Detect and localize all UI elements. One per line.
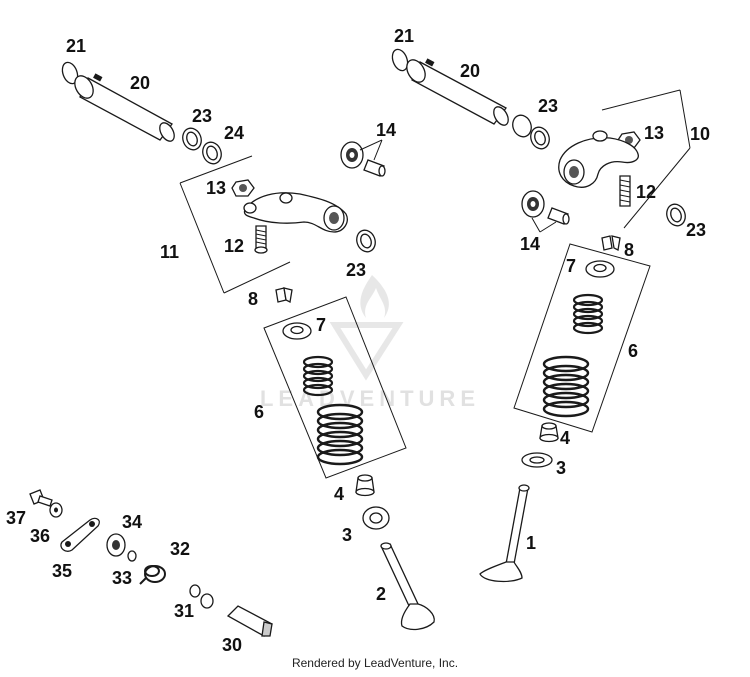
callout-21-left: 21 [66,36,86,56]
callout-35: 35 [52,561,72,581]
valve-seal-4-right [539,422,559,443]
inner-spring-6-left [302,355,334,397]
callout-3-right: 3 [556,458,566,478]
ring-31-b [200,593,214,609]
callout-14-right: 14 [520,234,540,254]
valve-seal-4-left [355,474,375,497]
bolt-37 [29,489,53,507]
callout-4-left: 4 [334,484,344,504]
spring-seat-3-left [362,506,390,530]
callout-23-right-top: 23 [538,96,558,116]
valve-2-left [380,542,435,631]
pin-14-left [363,159,386,177]
callout-36: 36 [30,526,50,546]
callout-1: 1 [526,533,536,553]
callout-31: 31 [174,601,194,621]
callout-12-left: 12 [224,236,244,256]
washer-23-left-mid-inner [360,233,372,249]
roller-14-left [340,141,364,169]
callout-10: 10 [690,124,710,144]
callout-24-left: 24 [224,123,244,143]
leader-14-right [531,217,557,233]
callout-21-right: 21 [394,26,414,46]
callout-34: 34 [122,512,142,532]
box-6-left [263,296,407,479]
rocker-shaft-20-right [406,58,509,126]
plate-35 [60,517,100,552]
footer-credit: Rendered by LeadVenture, Inc. [291,656,459,670]
washer-23-right-c-inner [670,207,682,223]
adjust-screw-12-left [254,225,268,254]
roller-14-right [521,190,545,218]
o-ring-21-right [391,48,409,72]
washer-23-left-top [182,127,202,151]
shaft-30 [226,605,273,637]
retainer-7-left [282,322,312,340]
callout-23-right-low: 23 [686,220,706,240]
callout-8-right: 8 [624,240,634,260]
callout-4-right: 4 [560,428,570,448]
bracket-10 [601,89,691,229]
washer-24-left [202,141,222,165]
callout-12-right: 12 [636,182,656,202]
callout-6-right: 6 [628,341,638,361]
washer-23-left-mid [356,229,376,253]
callout-13-right: 13 [644,123,664,143]
washer-33 [127,550,137,562]
washer-23-right-c [666,203,686,227]
outer-spring-6-right [542,355,590,418]
bracket-11 [179,155,291,294]
gear-34 [106,533,126,557]
washer-24-left-inner [206,145,218,161]
rocker-shaft-20-left [74,73,175,142]
keepers-8-right [601,235,621,251]
o-ring-21-left [61,61,79,85]
rocker-arm-left [243,192,348,233]
watermark-logo [329,275,404,381]
retainer-7-right [585,260,615,278]
callout-6-left: 6 [254,402,264,422]
valve-1-right [479,484,530,583]
rocker-arm-right [558,130,639,188]
callout-8-left: 8 [248,289,258,309]
callout-14-left: 14 [376,120,396,140]
ring-31-a [189,584,201,598]
callout-7-left: 7 [316,315,326,335]
leader-14-left [359,139,383,161]
washer-23-left-top-inner [186,131,198,147]
nut-13-left [231,179,255,197]
spring-32 [139,565,166,585]
watermark-text: LEADVENTURE [260,386,480,411]
callout-32: 32 [170,539,190,559]
callout-2: 2 [376,584,386,604]
callout-7-right: 7 [566,256,576,276]
washer-23-right-b [530,126,550,150]
callout-13-left: 13 [206,178,226,198]
pin-14-right [547,207,570,225]
spring-seat-3-right [521,452,553,468]
callout-33: 33 [112,568,132,588]
callout-23-left-mid: 23 [346,260,366,280]
callout-23-left-top: 23 [192,106,212,126]
callout-37: 37 [6,508,26,528]
callout-30: 30 [222,635,242,655]
outer-spring-6-left [316,403,364,466]
callout-11: 11 [160,242,179,262]
callout-3-left: 3 [342,525,352,545]
washer-23-right-a [512,114,532,138]
keepers-8-left [275,287,293,303]
washer-36 [49,502,63,518]
inner-spring-6-right [572,293,604,335]
callout-20-left: 20 [130,73,150,93]
callout-20-right: 20 [460,61,480,81]
box-6-right [513,243,651,433]
washer-23-right-b-inner [534,130,546,146]
adjust-screw-12-right [619,175,631,207]
